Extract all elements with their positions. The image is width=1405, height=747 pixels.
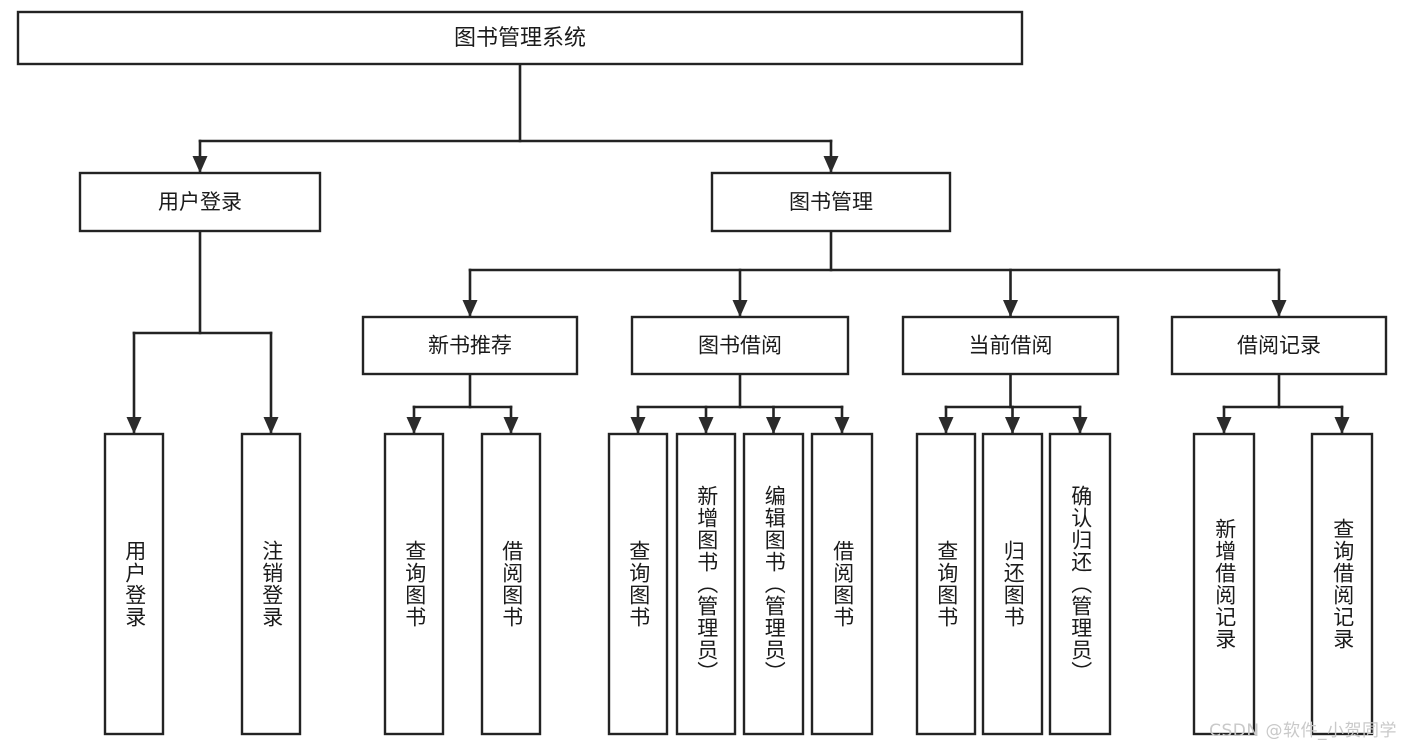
node-leaf-box-node-0-用户登录[interactable]	[103, 432, 165, 736]
node-leaf-box-node-8-查询图书[interactable]	[915, 432, 977, 736]
node-box-layer	[16, 10, 1388, 736]
node-leaf-box-node-12-查询借阅记录[interactable]	[1310, 432, 1374, 736]
node-leaf-box-node-2-查询图书[interactable]	[383, 432, 445, 736]
node-leaf-box-node-1-注销登录[interactable]	[240, 432, 302, 736]
node-level2-label-node-0-用户登录: 用户登录	[158, 190, 242, 214]
arrow-head-icon	[732, 300, 748, 317]
node-level3-label-node-2-当前借阅: 当前借阅	[969, 334, 1053, 358]
arrow-head-icon	[192, 156, 208, 173]
csdn-watermark: CSDN @软件_小贺同学	[1209, 721, 1397, 741]
node-level3-box-node-3-借阅记录[interactable]	[1170, 315, 1388, 376]
node-leaf-box-node-11-新增借阅记录[interactable]	[1192, 432, 1256, 736]
arrow-head-icon	[263, 417, 279, 434]
arrow-head-icon	[938, 417, 954, 434]
node-level3-box-node-0-新书推荐[interactable]	[361, 315, 579, 376]
arrow-head-icon	[1334, 417, 1350, 434]
node-leaf-box-node-6-编辑图书管理[interactable]	[742, 432, 805, 736]
node-level3-label-node-0-新书推荐: 新书推荐	[428, 334, 512, 358]
node-level2-label-node-1-图书管理: 图书管理	[789, 190, 873, 214]
arrow-head-icon	[630, 417, 646, 434]
arrow-head-icon	[1003, 300, 1018, 317]
connector-layer	[126, 62, 1350, 434]
arrow-head-icon	[406, 417, 422, 434]
node-level3-label-node-1-图书借阅: 图书借阅	[698, 334, 782, 358]
arrow-head-icon	[503, 417, 519, 434]
arrow-head-icon	[823, 156, 839, 173]
arrow-head-icon	[1005, 417, 1020, 434]
arrow-head-icon	[766, 417, 781, 434]
arrow-head-icon	[834, 417, 850, 434]
node-leaf-box-node-4-查询图书[interactable]	[607, 432, 669, 736]
node-root-box[interactable]	[16, 10, 1024, 66]
node-leaf-box-node-3-借阅图书[interactable]	[480, 432, 542, 736]
node-level3-box-node-2-当前借阅[interactable]	[901, 315, 1120, 376]
node-leaf-box-node-9-归还图书[interactable]	[981, 432, 1044, 736]
arrow-head-icon	[698, 417, 714, 434]
arrow-head-icon	[1271, 300, 1287, 317]
arrow-head-icon	[126, 417, 142, 434]
node-level2-box-node-1-图书管理[interactable]	[710, 171, 952, 233]
node-root-label: 图书管理系统	[454, 26, 586, 51]
node-leaf-box-node-5-新增图书管理[interactable]	[675, 432, 737, 736]
arrow-head-icon	[1216, 417, 1232, 434]
arrow-head-icon	[462, 300, 478, 317]
arrow-head-icon	[1072, 417, 1088, 434]
node-level3-label-node-3-借阅记录: 借阅记录	[1237, 334, 1321, 358]
node-leaf-box-node-7-借阅图书[interactable]	[810, 432, 874, 736]
node-level2-box-node-0-用户登录[interactable]	[78, 171, 322, 233]
node-leaf-box-node-10-确认归还管理[interactable]	[1048, 432, 1112, 736]
node-level3-box-node-1-图书借阅[interactable]	[630, 315, 850, 376]
